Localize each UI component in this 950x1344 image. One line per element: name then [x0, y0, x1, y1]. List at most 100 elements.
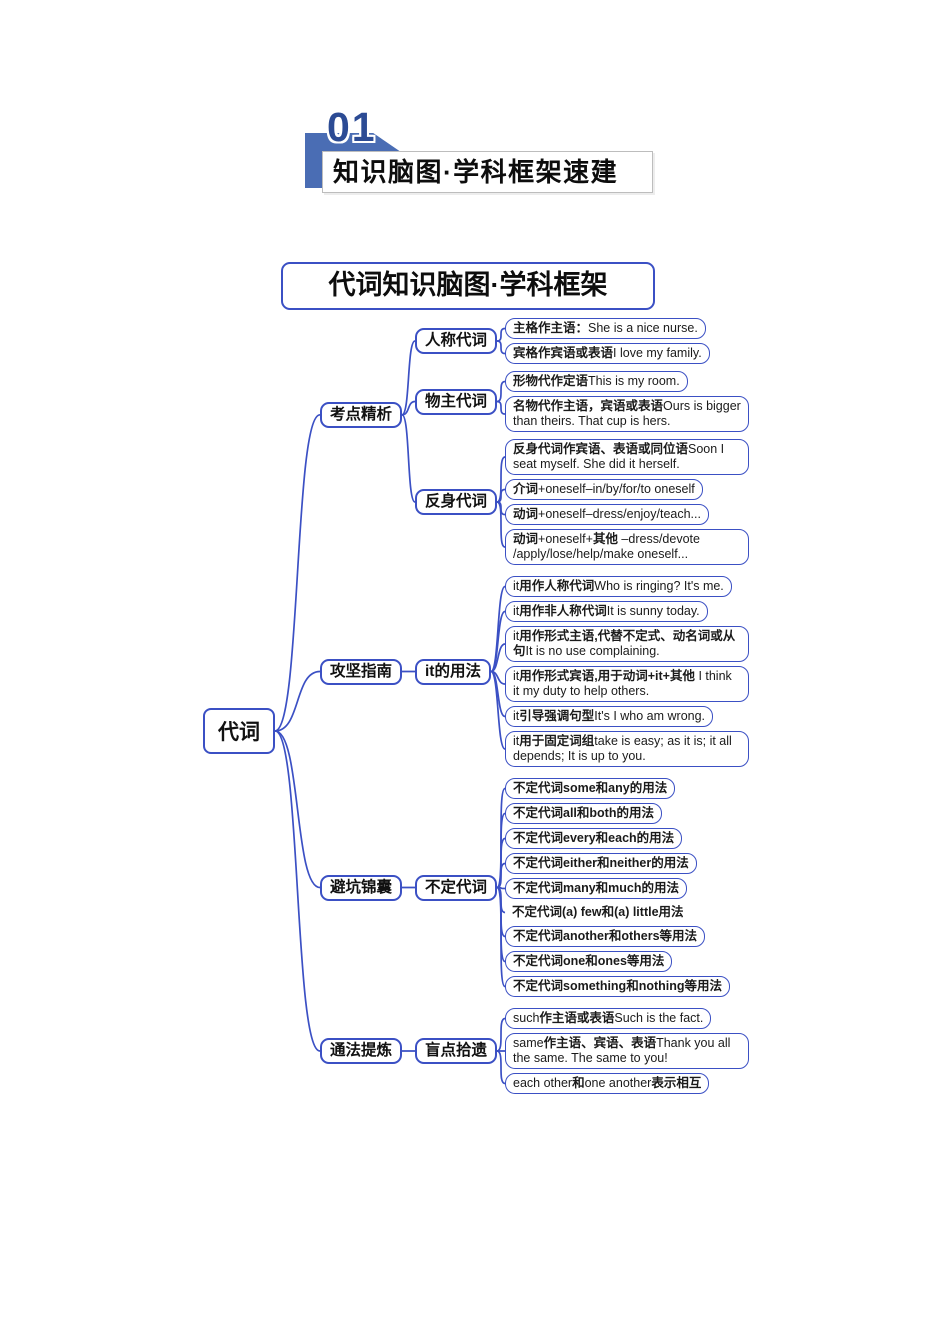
leaf-text-zh: 引导强调句型: [519, 709, 595, 723]
leaf-text-en: I think it my duty to help others.: [513, 669, 732, 698]
level1-node: 攻坚指南: [320, 658, 403, 685]
level2-node: 人称代词: [415, 328, 498, 355]
level2-node: 不定代词: [415, 874, 498, 901]
leaf-node: it用于固定词组take is easy; as it is; it all d…: [505, 731, 749, 767]
level2-node: 反身代词: [415, 489, 498, 516]
leaf-text-en: She is a nice nurse.: [588, 321, 698, 335]
leaf-node: 不定代词either和neither的用法: [505, 853, 697, 874]
leaf-text-zh: 用作非人称代词: [519, 604, 607, 618]
leaf-text-zh: 反身代词作宾语、表语或同位语: [513, 442, 689, 456]
leaf-text-en: I love my family.: [613, 346, 702, 360]
leaf-text-en: It's I who am wrong.: [594, 709, 706, 723]
leaf-text-en: This is my room.: [588, 374, 680, 388]
leaf-node: 介词+oneself–in/by/for/to oneself: [505, 479, 703, 500]
leaf-text-zh: 动词: [513, 532, 539, 546]
leaf-text-en: one another: [584, 1076, 652, 1090]
leaf-text-en: Such is the fact.: [614, 1011, 704, 1025]
leaf-group: 反身代词作宾语、表语或同位语Soon I seat myself. She di…: [505, 439, 751, 565]
leaf-text-en: such: [513, 1011, 540, 1025]
leaf-node: 动词+oneself–dress/enjoy/teach...: [505, 504, 709, 525]
leaf-group: such作主语或表语Such is the fact. same作主语、宾语、表语…: [505, 1008, 751, 1094]
leaf-text-zh: 不定代词some和any的用法: [513, 781, 668, 795]
leaf-node: it用作人称代词Who is ringing? It's me.: [505, 576, 732, 597]
leaf-text-en: Ours is bigger than theirs. That cup is …: [513, 399, 741, 428]
leaf-text-zh: 用作人称代词: [519, 579, 595, 593]
leaf-node: each other和one another表示相互: [505, 1073, 710, 1094]
leaf-text-zh: 不定代词either和neither的用法: [513, 856, 689, 870]
leaf-node: 宾格作宾语或表语I love my family.: [505, 343, 710, 364]
leaf-column: 主格作主语：She is a nice nurse. 宾格作宾语或表语I love…: [505, 318, 751, 1094]
level2-node: 物主代词: [415, 388, 498, 415]
leaf-text-zh: 表示相互: [651, 1076, 702, 1090]
leaf-text-zh: 其他: [592, 532, 618, 546]
leaf-text-zh: 宾格作宾语或表语: [513, 346, 614, 360]
leaf-node: 不定代词all和both的用法: [505, 803, 662, 824]
leaf-text-en: Thank you all the same. The same to you!: [513, 1036, 731, 1065]
leaf-node: 不定代词another和others等用法: [505, 926, 706, 947]
leaf-text-zh: 不定代词another和others等用法: [513, 929, 698, 943]
leaf-node: 不定代词(a) few和(a) little用法: [505, 903, 691, 922]
leaf-text-en: Who is ringing? It's me.: [594, 579, 724, 593]
framework-title: 代词知识脑图·学科框架: [328, 270, 608, 300]
leaf-group: 形物代作定语This is my room. 名物代作主语，宾语或表语Ours i…: [505, 371, 751, 432]
leaf-text-en: each other: [513, 1076, 573, 1090]
leaf-text-zh: 不定代词one和ones等用法: [513, 954, 665, 968]
level1-node: 避坑锦囊: [320, 874, 403, 901]
level1-node: 通法提炼: [320, 1038, 403, 1065]
root-node: 代词: [203, 707, 275, 754]
leaf-node: 名物代作主语，宾语或表语Ours is bigger than theirs. …: [505, 396, 749, 432]
leaf-text-en: +oneself+: [538, 532, 593, 546]
leaf-text-en: +oneself–dress/enjoy/teach...: [538, 507, 701, 521]
header-title-box: 知识脑图·学科框架速建: [322, 151, 653, 193]
leaf-text-zh: 不定代词(a) few和(a) little用法: [512, 905, 684, 919]
leaf-node: 不定代词every和each的用法: [505, 828, 683, 849]
leaf-text-en: It is sunny today.: [606, 604, 700, 618]
leaf-text-zh: 用于固定词组: [519, 734, 595, 748]
leaf-text-en: –dress/devote /apply/lose/help/make ones…: [513, 532, 700, 561]
leaf-group: 不定代词some和any的用法不定代词all和both的用法不定代词every和…: [505, 778, 751, 997]
leaf-node: 反身代词作宾语、表语或同位语Soon I seat myself. She di…: [505, 439, 749, 475]
leaf-text-en: It is no use complaining.: [525, 644, 660, 658]
leaf-text-zh: 介词: [513, 482, 539, 496]
chapter-number: 01: [327, 104, 377, 150]
leaf-text-en: Soon I seat myself. She did it herself.: [513, 442, 725, 471]
leaf-text-en: take is easy; as it is; it all depends; …: [513, 734, 732, 763]
leaf-node: it用作形式宾语,用于动词+it+其他 I think it my duty t…: [505, 666, 749, 702]
level2-node: it的用法: [415, 658, 491, 685]
leaf-text-zh: 用作形式宾语,用于动词+it+其他: [519, 669, 695, 683]
leaf-node: 不定代词something和nothing等用法: [505, 976, 731, 997]
leaf-node: 主格作主语：She is a nice nurse.: [505, 318, 706, 339]
leaf-group: it用作人称代词Who is ringing? It's me.it用作非人称代…: [505, 576, 751, 767]
framework-title-box: 代词知识脑图·学科框架: [281, 262, 655, 310]
leaf-text-zh: 用作形式主语,代替不定式、动名词或从句: [513, 629, 736, 658]
leaf-node: 不定代词one和ones等用法: [505, 951, 673, 972]
leaf-text-en: it: [513, 709, 520, 723]
leaf-text-en: it: [513, 579, 520, 593]
leaf-text-zh: 不定代词many和much的用法: [513, 881, 679, 895]
leaf-node: it引导强调句型It's I who am wrong.: [505, 706, 714, 727]
leaf-text-en: it: [513, 669, 520, 683]
leaf-text-zh: 不定代词all和both的用法: [513, 806, 654, 820]
leaf-text-en: +oneself–in/by/for/to oneself: [538, 482, 695, 496]
leaf-text-zh: 主格作主语：: [513, 321, 589, 335]
leaf-text-zh: 动词: [513, 507, 539, 521]
level2-node: 盲点拾遗: [415, 1038, 498, 1065]
leaf-text-en: it: [513, 734, 520, 748]
leaf-node: such作主语或表语Such is the fact.: [505, 1008, 712, 1029]
leaf-text-zh: 名物代作主语，宾语或表语: [513, 399, 664, 413]
leaf-text-zh: 不定代词every和each的用法: [513, 831, 675, 845]
leaf-text-en: it: [513, 604, 520, 618]
leaf-text-zh: 不定代词something和nothing等用法: [513, 979, 723, 993]
leaf-text-en: same: [513, 1036, 544, 1050]
leaf-node: 不定代词some和any的用法: [505, 778, 676, 799]
leaf-node: 不定代词many和much的用法: [505, 878, 687, 899]
leaf-text-zh: 作主语、宾语、表语: [543, 1036, 657, 1050]
leaf-text-zh: 和: [572, 1076, 585, 1090]
leaf-text-en: it: [513, 629, 520, 643]
leaf-text-zh: 形物代作定语: [513, 374, 589, 388]
leaf-text-zh: 作主语或表语: [539, 1011, 615, 1025]
leaf-group: 主格作主语：She is a nice nurse. 宾格作宾语或表语I love…: [505, 318, 751, 364]
